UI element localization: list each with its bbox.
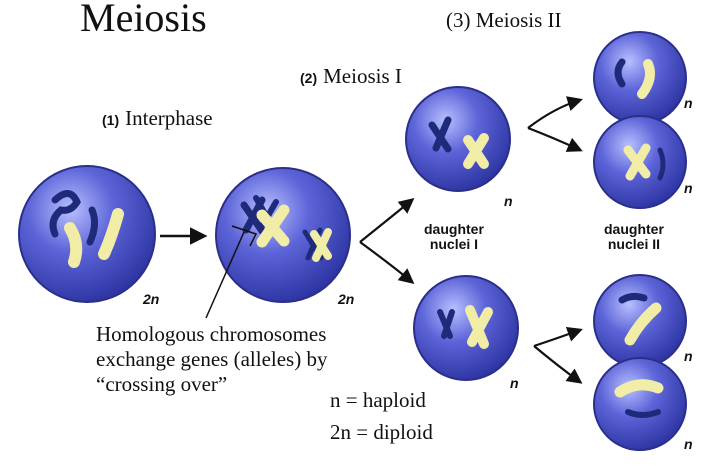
annotation-line: Homologous chromosomes [96, 322, 327, 346]
stage-label-meiosis2: (3) Meiosis II [446, 8, 562, 33]
cell-daughter2-a [593, 31, 687, 125]
arrow-split-daughter-top [527, 96, 583, 152]
stage-number: (2) [300, 70, 318, 86]
arrow-split-meiosis1 [359, 198, 415, 284]
diagram-title: Meiosis [80, 0, 207, 40]
caption-line: nuclei II [607, 236, 660, 252]
legend-diploid: 2n = diploid [330, 420, 433, 444]
caption-line: daughter [424, 221, 484, 237]
caption-line: nuclei I [429, 236, 479, 252]
cell-daughter1-bottom [413, 275, 519, 381]
stage-number: (1) [102, 112, 120, 128]
ploidy-daughter2-b: n [684, 180, 693, 196]
cell-interphase [18, 165, 156, 303]
stage-name: Meiosis I [323, 64, 402, 88]
legend-haploid: n = haploid [330, 388, 426, 412]
cell-daughter2-c [593, 274, 687, 368]
annotation-line: exchange genes (alleles) by [96, 347, 328, 371]
ploidy-daughter1-top: n [504, 193, 513, 209]
ploidy-daughter2-d: n [684, 436, 693, 452]
cell-meiosis1 [215, 167, 351, 303]
crossing-over-pointer [205, 225, 258, 319]
caption-daughter-nuclei-1: daughter nuclei I [424, 222, 484, 252]
stage-name: Meiosis II [475, 8, 562, 32]
stage-name: Interphase [125, 106, 213, 130]
ploidy-daughter2-a: n [684, 95, 693, 111]
ploidy-meiosis1: 2n [338, 291, 355, 307]
ploidy-interphase: 2n [143, 291, 160, 307]
cell-daughter2-d [593, 357, 687, 451]
stage-label-meiosis1: (2) Meiosis I [300, 64, 402, 89]
caption-line: daughter [604, 221, 664, 237]
arrow-split-daughter-bottom [533, 326, 583, 384]
caption-daughter-nuclei-2: daughter nuclei II [604, 222, 664, 252]
stage-number: (3) [446, 8, 471, 32]
ploidy-daughter2-c: n [684, 348, 693, 364]
stage-label-interphase: (1) Interphase [102, 106, 213, 131]
cell-daughter1-top [405, 86, 511, 192]
ploidy-daughter1-bottom: n [510, 375, 519, 391]
cell-daughter2-b [593, 115, 687, 209]
crossing-over-annotation: Homologous chromosomes exchange genes (a… [96, 322, 327, 397]
annotation-line: “crossing over” [96, 372, 228, 396]
